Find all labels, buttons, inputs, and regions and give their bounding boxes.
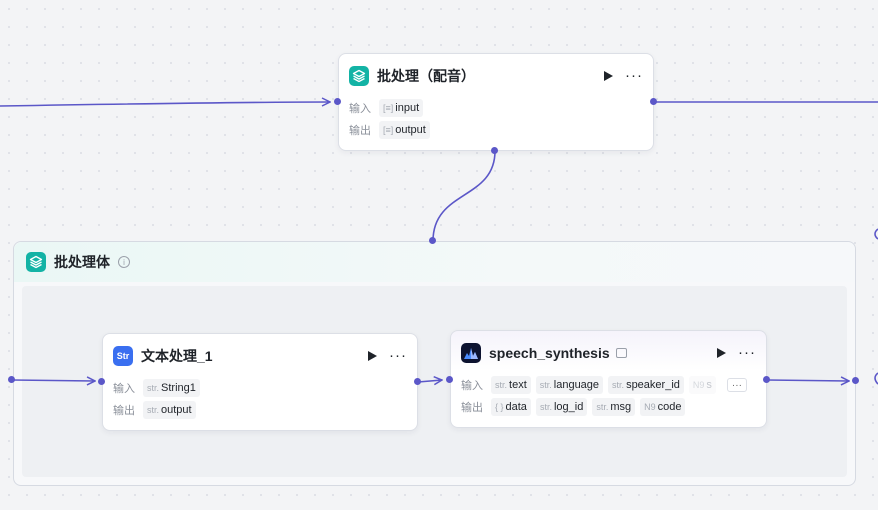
text-output-port[interactable] [414, 378, 421, 385]
param-type: str. [495, 380, 508, 390]
batch-node-header[interactable]: 批处理（配音） ··· [339, 64, 653, 88]
batch-input-port[interactable] [334, 98, 341, 105]
speech-node-title: speech_synthesis [489, 345, 610, 361]
param-type: str. [596, 402, 609, 412]
edge-batch-to-body [432, 150, 496, 242]
param-tag: str.language [535, 376, 604, 394]
param-type: str. [612, 380, 625, 390]
output-label: 输出 [349, 125, 371, 137]
param-type: str. [539, 380, 552, 390]
batch-node[interactable]: 批处理（配音） ··· 输入 [≡]input 输出 [≡]output [338, 53, 654, 151]
input-label: 输入 [113, 383, 135, 395]
list-type-icon: [≡] [383, 103, 394, 113]
param-type: { } [495, 402, 504, 412]
body-right-port[interactable] [852, 377, 859, 384]
batch-output-row: 输出 [≡]output [339, 119, 653, 141]
batch-node-title: 批处理（配音） [377, 68, 475, 84]
param-tag: str.String1 [143, 379, 200, 397]
param-name: input [395, 102, 420, 114]
body-top-port[interactable] [429, 237, 436, 244]
param-name: data [505, 401, 527, 413]
text-process-node[interactable]: Str 文本处理_1 ··· 输入 str.String1 输出 str.out… [102, 333, 418, 431]
speech-synthesis-node[interactable]: speech_synthesis ··· 输入 str.text str.lan… [450, 330, 767, 428]
param-tag: str.log_id [535, 398, 588, 416]
param-name: String1 [161, 382, 196, 394]
more-icon[interactable]: ··· [625, 67, 643, 84]
param-name: text [509, 379, 527, 391]
run-button[interactable] [368, 351, 377, 361]
layers-icon [26, 252, 46, 272]
param-type: str. [147, 383, 160, 393]
param-tag: { }data [491, 398, 531, 416]
info-icon[interactable]: i [118, 256, 130, 268]
run-button[interactable] [717, 348, 726, 358]
speech-input-port[interactable] [446, 376, 453, 383]
speech-node-header[interactable]: speech_synthesis ··· [451, 341, 766, 365]
more-icon[interactable]: ··· [738, 344, 756, 361]
edge-left-to-batch [0, 102, 330, 107]
run-button[interactable] [604, 71, 613, 81]
batch-output-port[interactable] [650, 98, 657, 105]
batch-body-header[interactable]: 批处理体 i [14, 242, 855, 282]
batch-input-row: 输入 [≡]input [339, 97, 653, 119]
speech-input-row: 输入 str.text str.language str.speaker_id … [451, 374, 766, 396]
input-label: 输入 [461, 380, 483, 392]
text-node-header[interactable]: Str 文本处理_1 ··· [103, 344, 417, 368]
param-name: language [553, 379, 600, 391]
more-params-button[interactable]: ··· [726, 378, 747, 392]
param-name: s [706, 379, 712, 391]
param-name: log_id [553, 401, 584, 413]
param-name: speaker_id [626, 379, 680, 391]
list-type-icon: [≡] [383, 125, 394, 135]
text-input-row: 输入 str.String1 [103, 377, 417, 399]
param-name: output [395, 124, 426, 136]
text-node-title: 文本处理_1 [141, 348, 213, 364]
param-name: output [161, 404, 192, 416]
param-type: N9 [692, 380, 705, 390]
str-icon: Str [113, 346, 133, 366]
output-label: 输出 [113, 405, 135, 417]
param-tag: [≡]input [379, 99, 424, 117]
speech-waveform-icon [461, 343, 481, 363]
text-input-port[interactable] [98, 378, 105, 385]
batch-body-title: 批处理体 [54, 254, 110, 270]
more-icon[interactable]: ··· [389, 347, 407, 364]
param-type: N9 [644, 402, 656, 412]
input-label: 输入 [349, 103, 371, 115]
param-type: str. [147, 405, 160, 415]
param-name: msg [610, 401, 632, 413]
output-label: 输出 [461, 402, 483, 414]
param-name: code [657, 401, 682, 413]
param-tag: str.output [143, 401, 196, 419]
param-type: str. [539, 402, 552, 412]
text-output-row: 输出 str.output [103, 399, 417, 421]
param-tag: str.msg [592, 398, 636, 416]
param-tag: str.text [491, 376, 531, 394]
param-tag: str.speaker_id [608, 376, 684, 394]
body-left-port[interactable] [8, 376, 15, 383]
param-tag: [≡]output [379, 121, 430, 139]
layers-icon [349, 66, 369, 86]
batch-body-port[interactable] [491, 147, 498, 154]
plugin-icon [615, 348, 627, 358]
speech-output-port[interactable] [763, 376, 770, 383]
